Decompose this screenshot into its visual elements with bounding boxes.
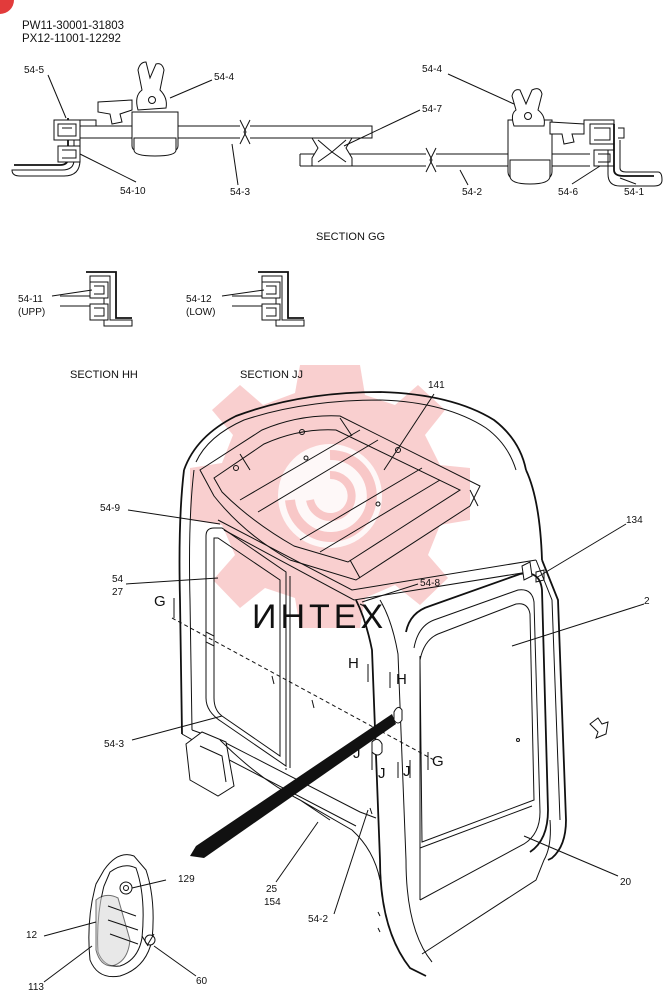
section-mark-g-left: G — [154, 593, 166, 610]
callout-54-2-top: 54-2 — [462, 187, 482, 198]
section-mark-j-mid: J — [378, 765, 386, 782]
section-hh-title: SECTION HH — [70, 369, 138, 381]
callout-54-1: 54-1 — [624, 187, 644, 198]
section-gg-right-assembly — [299, 88, 663, 187]
callout-20: 20 — [620, 877, 632, 888]
callout-134: 134 — [626, 515, 643, 526]
callout-54-3-top: 54-3 — [230, 187, 250, 198]
section-mark-h-left: H — [348, 655, 359, 672]
callout-54-7: 54-7 — [422, 104, 442, 115]
callout-54-2-cab: 54-2 — [308, 914, 328, 925]
serial-range-1: PW11-30001-31803 — [22, 20, 124, 32]
callout-54-11-note: (UPP) — [18, 307, 45, 318]
callout-54-4-right: 54-4 — [422, 64, 442, 75]
callout-154: 154 — [264, 897, 281, 908]
section-jj-profile — [232, 271, 305, 327]
section-mark-g-right: G — [432, 753, 444, 770]
section-mark-j-left: J — [353, 745, 361, 762]
arrow-marker-icon — [589, 717, 609, 739]
pointer-wedge — [190, 714, 396, 858]
serial-range-2: PX12-11001-12292 — [22, 33, 121, 45]
callout-54-6: 54-6 — [558, 187, 578, 198]
callout-113: 113 — [28, 982, 44, 993]
section-jj-title: SECTION JJ — [240, 369, 303, 381]
callout-141: 141 — [428, 380, 445, 391]
callout-54-4-left: 54-4 — [214, 72, 234, 83]
callout-54-9: 54-9 — [100, 503, 120, 514]
callout-54-11: 54-11 — [18, 294, 43, 305]
section-mark-j-right: J — [403, 763, 411, 780]
section-mark-j-ticks — [371, 752, 411, 778]
leader-lines — [43, 73, 645, 983]
section-gg-title: SECTION GG — [316, 231, 385, 243]
callout-54-10: 54-10 — [120, 186, 146, 197]
callout-60: 60 — [196, 976, 208, 987]
callout-54-5: 54-5 — [24, 65, 44, 76]
section-line-g — [171, 598, 435, 770]
callout-129: 129 — [178, 874, 195, 885]
section-gg-left-assembly — [11, 61, 373, 177]
callout-25: 25 — [266, 884, 278, 895]
corner-badge — [0, 0, 14, 14]
section-mark-h-right: H — [396, 671, 407, 688]
callout-54-8: 54-8 — [420, 578, 440, 589]
callout-27: 27 — [112, 587, 124, 598]
cab-assembly — [178, 391, 567, 977]
section-hh-profile — [60, 271, 133, 327]
callout-54-3-cab: 54-3 — [104, 739, 124, 750]
callout-54-12: 54-12 — [186, 294, 212, 305]
callout-54: 54 — [112, 574, 124, 585]
callout-2: 2 — [644, 596, 650, 607]
callout-12: 12 — [26, 930, 38, 941]
callout-54-12-note: (LOW) — [186, 307, 215, 318]
mirror-assembly — [88, 854, 156, 978]
section-mark-h-ticks — [367, 664, 391, 688]
